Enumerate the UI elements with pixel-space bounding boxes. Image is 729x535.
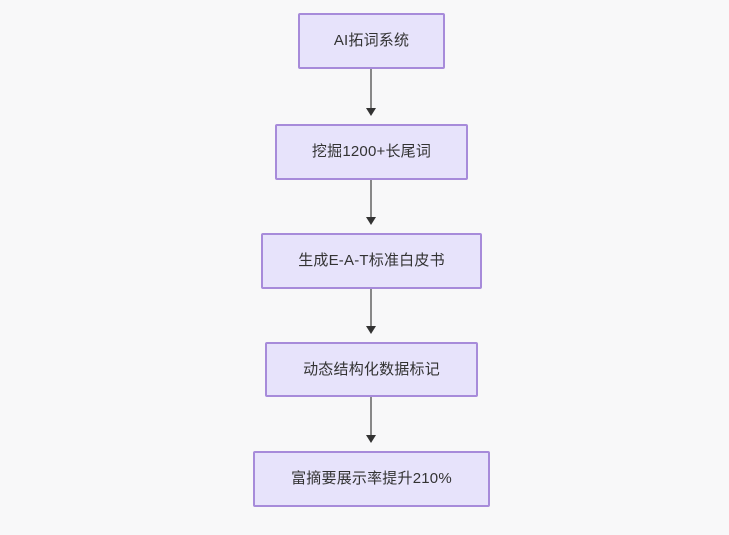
flowchart-node-2[interactable]: 挖掘1200+长尾词 xyxy=(275,124,468,180)
arrowhead-icon xyxy=(366,108,376,116)
flowchart-node-4[interactable]: 动态结构化数据标记 xyxy=(265,342,478,397)
connector-stem xyxy=(370,397,372,436)
connector-stem xyxy=(370,180,372,218)
flowchart-node-5[interactable]: 富摘要展示率提升210% xyxy=(253,451,490,507)
arrowhead-icon xyxy=(366,217,376,225)
connector-stem xyxy=(370,289,372,327)
flowchart-node-1[interactable]: AI拓词系统 xyxy=(298,13,445,69)
connector-stem xyxy=(370,69,372,109)
flowchart-node-3[interactable]: 生成E-A-T标准白皮书 xyxy=(261,233,482,289)
arrowhead-icon xyxy=(366,326,376,334)
arrowhead-icon xyxy=(366,435,376,443)
